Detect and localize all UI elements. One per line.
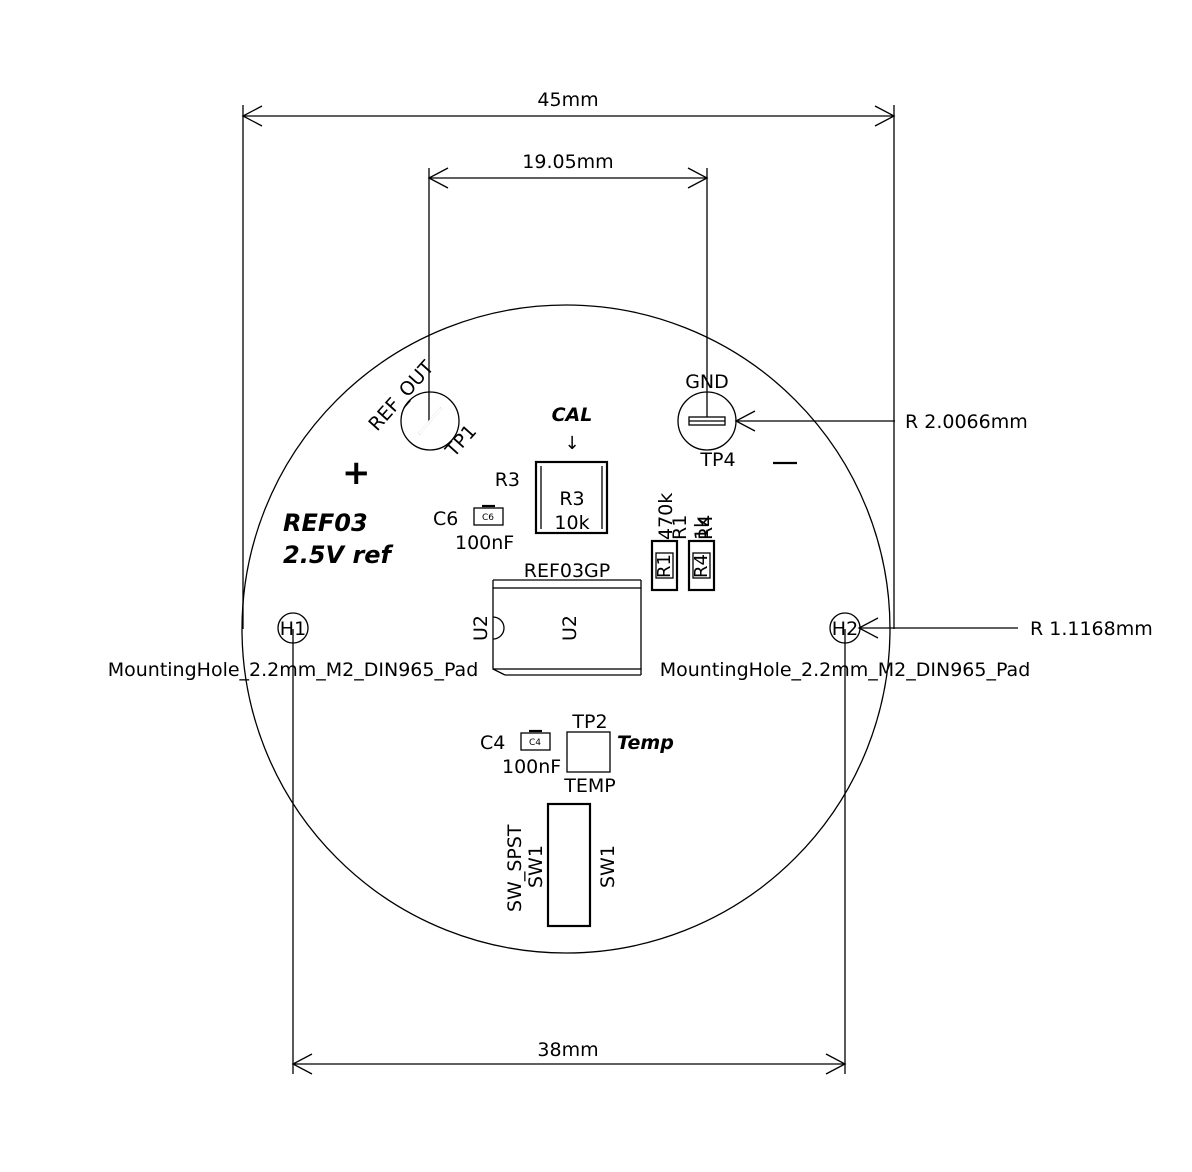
tp-radius-label: R 2.0066mm [905, 411, 1028, 433]
c6-ref: C6 [433, 508, 458, 530]
dimension-38mm-label: 38mm [537, 1039, 598, 1061]
c4-ref: C4 [480, 732, 505, 754]
dimension-19mm-label: 19.05mm [522, 151, 613, 173]
r4-ref: R4 [695, 515, 717, 540]
h1-value: MountingHole_2.2mm_M2_DIN965_Pad [108, 659, 479, 681]
hole-radius-label: R 1.1168mm [1030, 618, 1153, 640]
tp4[interactable]: GND TP4 [677, 371, 737, 471]
r3-fab: R3 [559, 488, 584, 510]
dimension-45mm-label: 45mm [537, 89, 598, 111]
c4-fab: C4 [529, 738, 541, 748]
tp1-ref: TP1 [441, 420, 482, 462]
cal-arrow: ↓ [564, 433, 579, 454]
u2[interactable]: REF03GP U2 U2 [470, 560, 642, 676]
h2-value: MountingHole_2.2mm_M2_DIN965_Pad [660, 659, 1031, 681]
sw1-ref: SW1 [525, 845, 547, 888]
h2-ref: H2 [832, 618, 858, 640]
sw1-value: SW_SPST [504, 824, 526, 912]
c6-value: 100nF [455, 532, 514, 554]
tp2[interactable]: TP2 TEMP [563, 711, 615, 797]
plus-marking: + [342, 453, 371, 493]
r3-value: 10k [554, 512, 589, 534]
dimension-38mm: 38mm [291, 629, 847, 1075]
r1-ref: R1 [669, 515, 691, 540]
c6-fab: C6 [482, 513, 494, 523]
u2-ref: U2 [470, 615, 492, 641]
tp2-ref: TP2 [571, 711, 607, 733]
h1-ref: H1 [280, 618, 306, 640]
u2-value: REF03GP [524, 560, 611, 582]
dimension-tp-radius: R 2.0066mm [734, 410, 1028, 433]
r4-value: 1k [691, 517, 713, 540]
tp4-value: GND [685, 371, 729, 393]
tp2-value: TEMP [563, 775, 615, 797]
c4-value: 100nF [502, 756, 561, 778]
dimension-19mm: 19.05mm [427, 151, 709, 422]
r4-fab: R4 [691, 554, 712, 578]
cal-label: CAL [552, 404, 593, 426]
tp1[interactable]: REF_OUT TP1 [364, 356, 481, 462]
c4[interactable]: C4 C4 100nF [480, 729, 561, 778]
r1-value: 470k [655, 493, 677, 540]
c6[interactable]: C6 C6 100nF [433, 504, 514, 554]
h2[interactable]: H2 MountingHole_2.2mm_M2_DIN965_Pad [660, 612, 1031, 681]
h1[interactable]: H1 MountingHole_2.2mm_M2_DIN965_Pad [108, 612, 479, 681]
title-line2: 2.5V ref [283, 541, 394, 569]
u2-fab: U2 [559, 615, 581, 641]
tp4-ref: TP4 [699, 449, 735, 471]
dimension-45mm: 45mm [241, 89, 896, 629]
r1-fab: R1 [654, 554, 675, 578]
temp-label: Temp [617, 732, 674, 754]
sw1-fab: SW1 [597, 845, 619, 888]
r3-trimmer[interactable]: R3 R3 10k [495, 460, 609, 535]
dimension-hole-radius: R 1.1168mm [857, 617, 1153, 640]
title-line1: REF03 [283, 509, 368, 537]
r4[interactable]: R4 1k R4 [687, 515, 717, 592]
r3-ref: R3 [495, 469, 520, 491]
board-outline [241, 304, 891, 954]
sw1[interactable]: SW_SPST SW1 SW1 [504, 802, 619, 928]
r1[interactable]: R1 470k R1 [650, 493, 691, 592]
